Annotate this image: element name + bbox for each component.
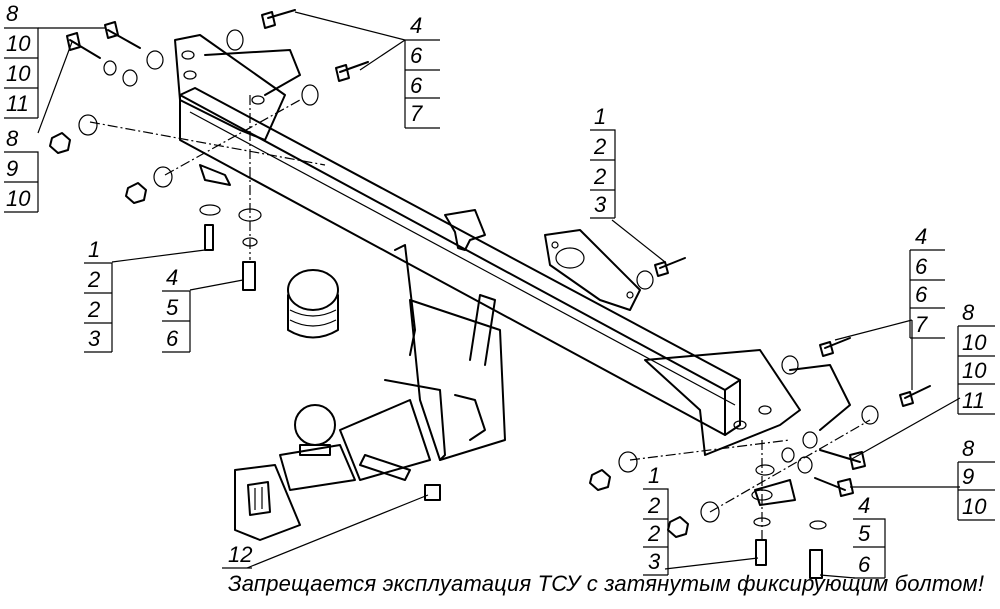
callout-label: 2	[593, 164, 606, 189]
receiver-plug-cap	[234, 464, 301, 541]
callout-label: 6	[410, 43, 423, 68]
callout-label: 6	[915, 282, 928, 307]
callout-label: 4	[166, 265, 178, 290]
callout-label: 11	[6, 91, 29, 116]
callout-ml2: 4 5 6	[162, 265, 191, 353]
callout-label: 7	[915, 312, 928, 337]
callout-label: 3	[594, 192, 607, 217]
callout-tl: 8 10 10 11	[4, 1, 39, 119]
callout-label: 10	[6, 186, 31, 211]
callout-label: 1	[594, 104, 606, 129]
fasteners	[49, 9, 931, 579]
callout-label: 2	[87, 267, 100, 292]
callout-label: 10	[962, 330, 987, 355]
chain-tab	[444, 209, 486, 251]
callout-label: 3	[648, 549, 661, 574]
callout-label: 11	[962, 388, 985, 413]
callout-label: 5	[858, 521, 871, 546]
left-mounting-bracket	[174, 34, 301, 186]
callout-label: 3	[88, 326, 101, 351]
callout-label: 10	[962, 358, 987, 383]
callout-bc2: 4 5 6	[853, 493, 886, 579]
assembly-axis-lines	[89, 95, 871, 540]
callout-bc: 1 2 2 3	[643, 463, 669, 576]
callout-label: 1	[648, 463, 660, 488]
main-cross-beam	[179, 87, 741, 436]
callout-label: 5	[166, 295, 179, 320]
callout-b12: 12	[222, 542, 252, 569]
callout-r3: 8 9 10	[957, 436, 995, 521]
callout-label: 8	[6, 1, 19, 26]
callout-r2: 8 10 10 11	[957, 300, 995, 415]
warning-text: Запрещается эксплуатация ТСУ с затянутым…	[228, 571, 985, 596]
callout-label: 8	[962, 300, 975, 325]
callout-label: 7	[410, 101, 423, 126]
callout-ml: 1 2 2 3	[84, 237, 113, 353]
callout-cr: 1 2 2 3	[590, 104, 616, 219]
callout-label: 8	[962, 436, 975, 461]
callout-tc: 4 6 6 7	[404, 13, 440, 129]
callout-label: 9	[6, 156, 18, 181]
callout-label: 8	[6, 126, 19, 151]
callout-label: 10	[6, 61, 31, 86]
callout-label: 6	[915, 254, 928, 279]
callout-label: 4	[410, 13, 422, 38]
callout-label: 10	[962, 494, 987, 519]
callout-label: 2	[593, 134, 606, 159]
callout-label: 4	[915, 224, 927, 249]
callout-label: 9	[962, 464, 974, 489]
callout-label: 12	[228, 542, 252, 567]
socket-plate	[544, 229, 641, 311]
callout-label: 2	[647, 521, 660, 546]
callout-label: 6	[410, 73, 423, 98]
callout-tl2: 8 9 10	[4, 126, 39, 213]
ball-cover-cap	[287, 269, 339, 339]
callout-label: 1	[88, 237, 100, 262]
receiver-housing	[384, 244, 506, 461]
callout-label: 10	[6, 31, 31, 56]
callout-label: 6	[166, 326, 179, 351]
callout-label: 2	[647, 493, 660, 518]
ball-mount	[279, 399, 431, 491]
callout-label: 4	[858, 493, 870, 518]
callout-label: 6	[858, 552, 871, 577]
callout-r1: 4 6 6 7	[909, 224, 945, 339]
callout-label: 2	[87, 297, 100, 322]
callout-leaders	[37, 11, 961, 579]
